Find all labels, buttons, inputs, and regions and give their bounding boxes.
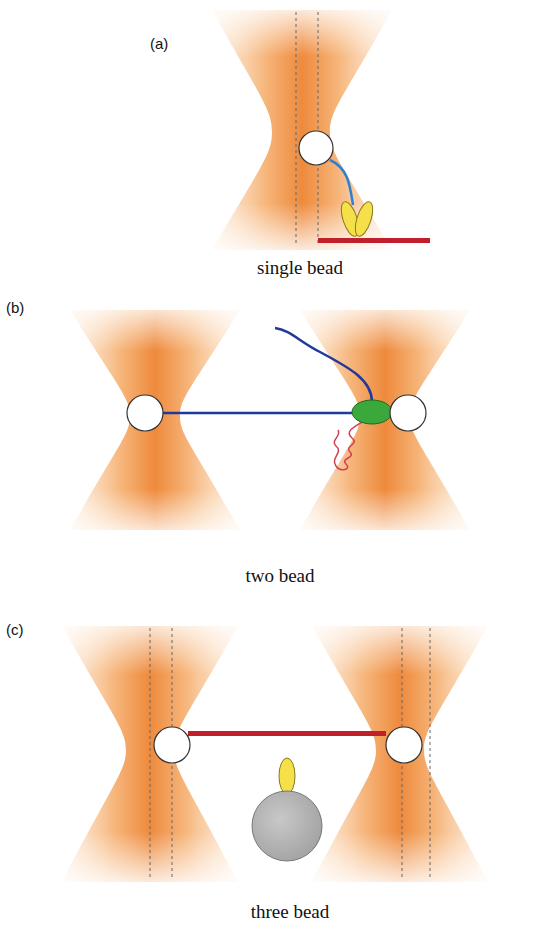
two-bead-trap [70,310,470,530]
dna-strand [275,328,372,402]
single-bead-trap [212,10,430,250]
laser-beam [212,10,392,250]
filament [318,238,430,243]
rna-transcript [334,422,362,470]
bead [154,727,190,763]
bead [299,131,333,165]
dashed-line [318,12,319,246]
polymerase [352,400,392,424]
dashed-line [150,628,151,880]
motor-head [352,200,376,239]
laser-beam [70,310,240,530]
motor-head [279,758,295,794]
panel-letter: (b) [6,300,24,317]
laser-beam [300,310,470,530]
tether [330,160,353,205]
panel-letter: (c) [6,622,24,639]
panel-caption: three bead [251,902,330,923]
filament [188,731,386,736]
panel-letter: (a) [150,36,168,53]
dna-strand [162,412,362,415]
laser-beam [312,626,488,882]
three-bead-trap [62,626,488,882]
bead [390,395,426,431]
bead [386,727,422,763]
laser-beam [62,626,238,882]
panel-caption: two bead [245,566,314,587]
panel-caption: single bead [257,258,343,279]
bead [127,395,163,431]
dashed-line [430,628,431,880]
surface-bead [252,791,322,861]
dashed-line [296,12,297,246]
